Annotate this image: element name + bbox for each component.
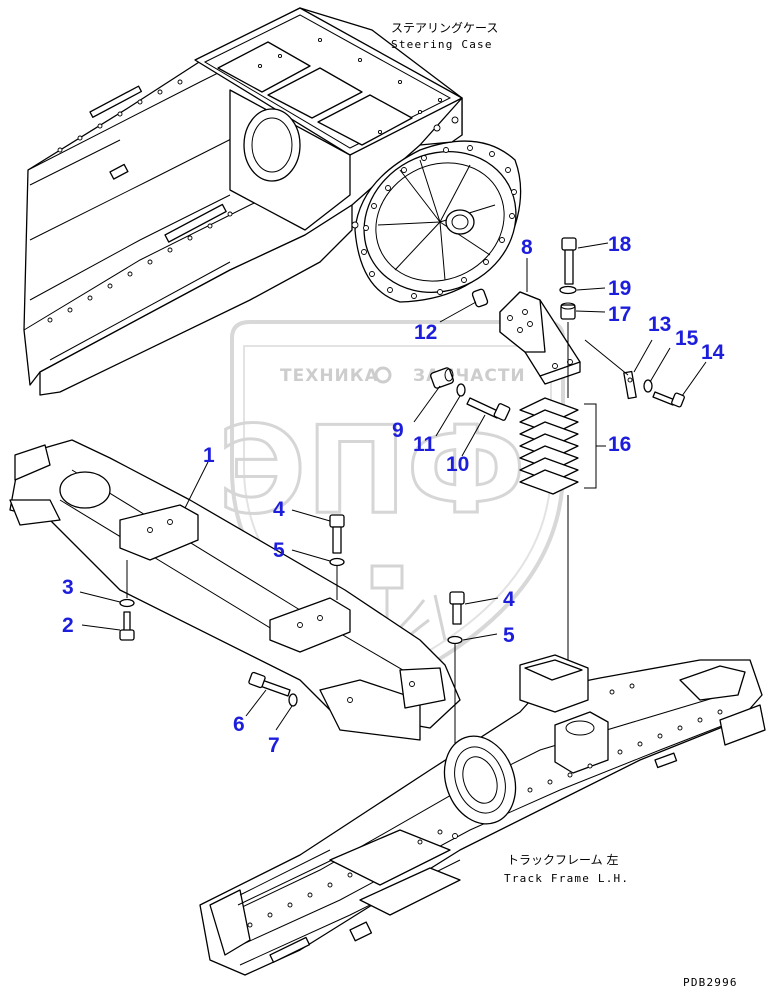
- steering-case-label-jp: ステアリングケース: [391, 21, 498, 35]
- bolt-4-lower: [449, 591, 499, 625]
- steering-case-label-en: Steering Case: [391, 38, 493, 51]
- steering-case: [23, 7, 522, 396]
- callout-17: 17: [608, 303, 631, 326]
- callout-4-upper: 4: [273, 498, 285, 521]
- watermark-logo: ЭПФ: [218, 402, 526, 541]
- callout-10: 10: [446, 453, 469, 476]
- callout-4-lower: 4: [503, 588, 515, 611]
- callout-16: 16: [608, 433, 631, 456]
- bolt-4-upper: [291, 509, 345, 554]
- washer-11: [435, 383, 466, 437]
- washer-3: [79, 560, 135, 608]
- callout-13: 13: [648, 313, 671, 336]
- washer-7: [275, 693, 298, 731]
- washer-5-upper: [291, 549, 345, 600]
- track-frame-lh: [199, 654, 766, 976]
- spacer-17: [560, 302, 606, 320]
- callout-9: 9: [392, 419, 404, 442]
- track-frame-label-jp: トラックフレーム 左: [507, 852, 618, 867]
- callout-8: 8: [521, 236, 533, 259]
- callout-12: 12: [414, 321, 437, 344]
- callout-14: 14: [701, 341, 725, 364]
- callout-6: 6: [233, 713, 245, 736]
- washer-19: [559, 285, 606, 295]
- drawing-code: PDB2996: [683, 976, 738, 989]
- watermark-company-left: ТЕХНИКА: [280, 366, 379, 386]
- bolt-2: [81, 611, 135, 641]
- callout-3: 3: [62, 576, 74, 599]
- bolt-18: [561, 237, 609, 285]
- bushing-9: [413, 367, 454, 423]
- plate-13: [584, 339, 653, 400]
- bolt-14: [652, 361, 707, 408]
- callout-1: 1: [203, 444, 215, 467]
- callout-18: 18: [608, 233, 632, 256]
- pin-12: [439, 288, 489, 323]
- callout-19: 19: [608, 277, 631, 300]
- callout-2: 2: [62, 614, 74, 637]
- equalizer-bar-1: [9, 439, 461, 741]
- callout-7: 7: [268, 734, 280, 757]
- callout-15: 15: [675, 327, 699, 350]
- bolt-10: [461, 397, 511, 457]
- watermark-company-right: ЗАПЧАСТИ: [413, 366, 526, 386]
- track-frame-label-en: Track Frame L.H.: [504, 872, 629, 885]
- callout-5-upper: 5: [273, 539, 285, 562]
- bracket-8: [499, 258, 581, 385]
- callout-5-lower: 5: [503, 624, 515, 647]
- callout-11: 11: [413, 433, 436, 456]
- shim-stack-16: [519, 322, 606, 660]
- washer-15: [643, 347, 671, 393]
- pin-6: [245, 671, 291, 717]
- gear-icon: [374, 366, 392, 384]
